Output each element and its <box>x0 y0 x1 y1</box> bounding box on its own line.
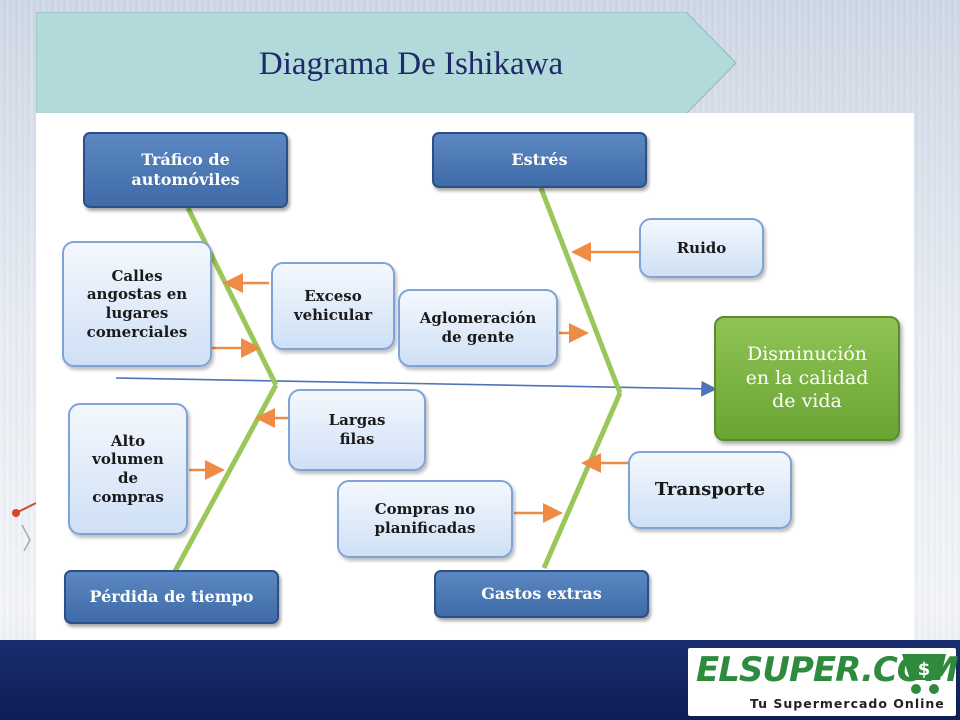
cause-compras: Compras no planificadas <box>337 480 513 558</box>
category-trafico: Tráfico de automóviles <box>83 132 288 208</box>
decorative-doodle-icon <box>12 502 37 552</box>
page-title: Diagrama De Ishikawa <box>258 46 564 82</box>
cause-exceso: Exceso vehicular <box>271 262 395 350</box>
category-perdida: Pérdida de tiempo <box>64 570 279 624</box>
bone-trafico <box>185 206 279 387</box>
cause-calles: Calles angostas en lugares comerciales <box>62 241 212 367</box>
bone-gastos <box>541 392 623 569</box>
shopping-cart-icon: $ <box>902 654 946 694</box>
bone-estres <box>538 187 623 394</box>
title-banner: Diagrama De Ishikawa <box>36 12 736 114</box>
cause-ruido: Ruido <box>639 218 764 278</box>
main-spine-arrow <box>115 377 718 397</box>
ishikawa-diagram: Tráfico de automóviles Estrés Pérdida de… <box>36 113 914 640</box>
cause-aglomeracion: Aglomeración de gente <box>398 289 558 367</box>
logo-tagline: Tu Supermercado Online <box>750 696 945 711</box>
svg-text:$: $ <box>918 659 931 680</box>
elsuper-logo: ELSUPER.COM $ Tu Supermercado Online <box>688 648 959 716</box>
bone-perdida <box>171 383 279 575</box>
cause-largas-filas: Largas filas <box>288 389 426 471</box>
category-estres: Estrés <box>432 132 647 188</box>
cause-transporte: Transporte <box>628 451 792 529</box>
category-gastos: Gastos extras <box>434 570 649 618</box>
effect-box: Disminución en la calidad de vida <box>714 316 900 441</box>
cause-alto-volumen: Alto volumen de compras <box>68 403 188 535</box>
